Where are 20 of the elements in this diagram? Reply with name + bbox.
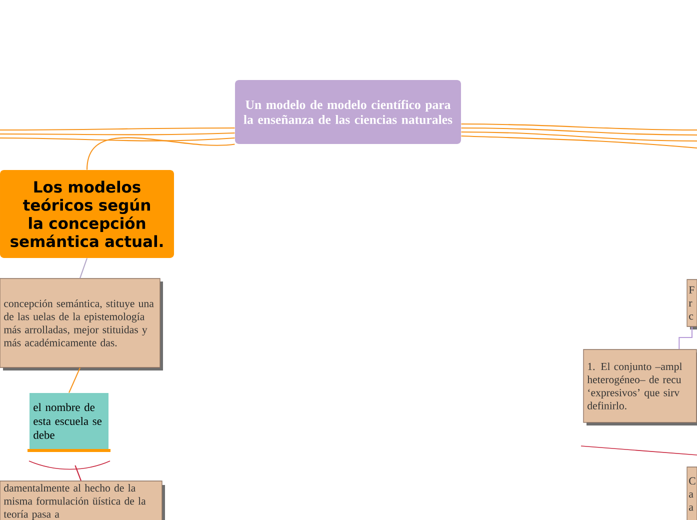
note-box: damentalmente al hecho de la misma formulación üística de la teoría pasa a <box>0 480 165 520</box>
connector-line <box>0 137 235 142</box>
connector-line <box>0 127 235 131</box>
connector-line <box>74 465 82 481</box>
note-box: el nombre de esta escuela se debe <box>28 392 110 452</box>
topic-box: Los modelos teóricos según la concepción semántica actual. <box>0 170 174 258</box>
connector-line <box>678 326 693 350</box>
note-box: concepción semántica, stituye una de las uelas de la epistemología más arrolladas, mejor stituidas y más académicamente das. <box>0 278 163 370</box>
connector-line <box>461 131 697 142</box>
connector-line <box>461 135 697 149</box>
connector-line <box>461 127 697 136</box>
note-box: F r c <box>686 279 697 330</box>
connector-line <box>80 258 88 278</box>
note-box: C a a <box>686 466 697 520</box>
connector-line <box>86 137 235 170</box>
connector-line <box>68 368 80 393</box>
connector-line <box>461 123 697 131</box>
note-box: 1. El conjunto –ampl heterogéneo– de recu ‘expresivos’ que sirv definirlo. <box>583 349 697 426</box>
central-topic-box: Un modelo de modelo científico para la enseñanza de las ciencias naturales <box>235 80 461 144</box>
connector-line <box>0 132 235 136</box>
